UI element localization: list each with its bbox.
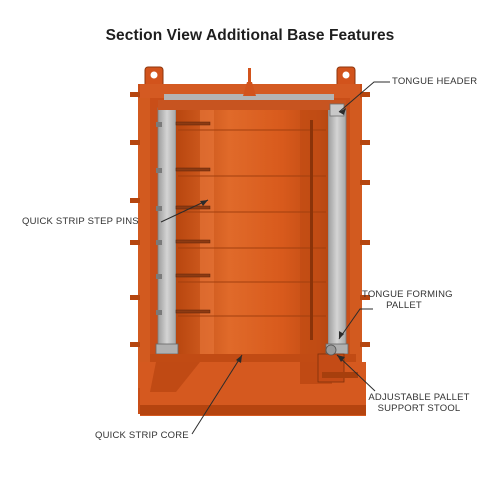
adjustable-pallet-support-stool [317, 344, 358, 383]
wall-section-right [327, 107, 347, 351]
callout-quick-strip-core: QUICK STRIP CORE [95, 430, 189, 441]
callout-tongue-forming-pallet-line1: TONGUE FORMING [362, 289, 453, 300]
tongue-forming-pallet-left [155, 343, 179, 355]
callout-adjustable-pallet-line1: ADJUSTABLE PALLET [368, 392, 470, 403]
callout-tongue-header: TONGUE HEADER [392, 76, 478, 87]
leader-lines [160, 81, 390, 435]
diagram-title: Section View Additional Base Features [105, 27, 395, 44]
callout-quick-strip-step-pins: QUICK STRIP STEP PINS [22, 216, 139, 227]
core-body [176, 108, 328, 354]
callout-adjustable-pallet-support-stool: ADJUSTABLE PALLET SUPPORT STOOL [368, 392, 470, 414]
callout-tongue-forming-pallet: TONGUE FORMING PALLET [362, 289, 453, 311]
callout-adjustable-pallet-line2: SUPPORT STOOL [377, 403, 461, 414]
tongue-header [158, 100, 346, 110]
callout-tongue-forming-pallet-line2: PALLET [386, 300, 422, 311]
